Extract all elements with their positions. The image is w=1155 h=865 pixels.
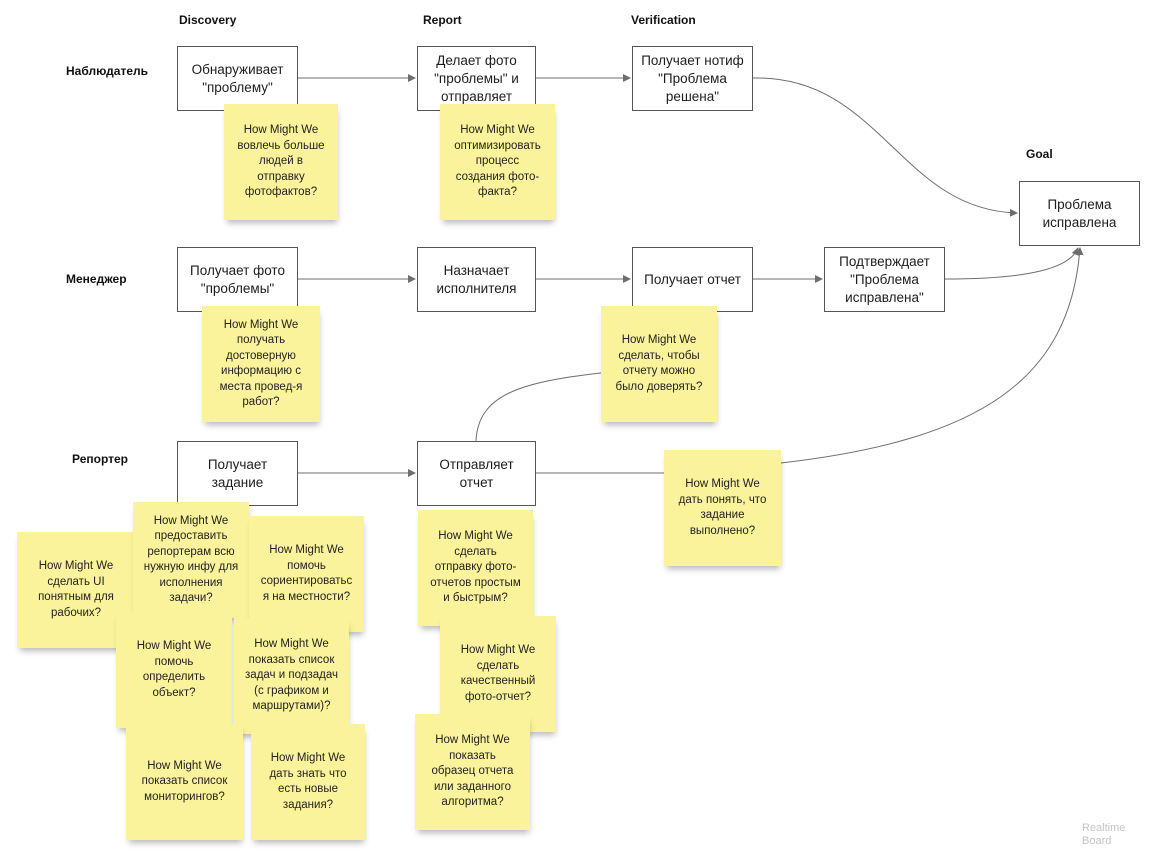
card-rep-task[interactable]: Получает задание: [177, 441, 298, 506]
sticky-note[interactable]: How Might We помочь определить объект?: [116, 612, 232, 728]
sticky-note[interactable]: How Might We вовлечь больше людей в отпр…: [224, 104, 338, 220]
sticky-note[interactable]: How Might We сделать, чтобы отчету можно…: [601, 306, 717, 422]
sticky-note[interactable]: How Might We дать понять, что задание вы…: [664, 450, 781, 566]
sticky-note[interactable]: How Might We показать список мониторинго…: [126, 724, 243, 840]
arrow-mgr-goal: [944, 247, 1080, 280]
card-obs-verify[interactable]: Получает нотиф "Проблема решена": [632, 46, 753, 111]
card-rep-send[interactable]: Отправляет отчет: [417, 441, 536, 506]
card-obs-report[interactable]: Делает фото "проблемы" и отправляет: [417, 46, 536, 111]
card-mgr-confirm[interactable]: Подтверждает "Проблема исправлена": [824, 247, 945, 312]
card-mgr-receive[interactable]: Получает фото "проблемы": [177, 247, 298, 312]
sticky-note[interactable]: How Might We получать достоверную информ…: [202, 306, 320, 422]
sticky-note[interactable]: How Might We оптимизировать процесс созд…: [440, 104, 555, 220]
sticky-note[interactable]: How Might We показать образец отчета или…: [415, 714, 530, 830]
role-manager: Менеджер: [66, 272, 127, 286]
sticky-note[interactable]: How Might We предоставить репортерам всю…: [133, 502, 249, 618]
line-rep-report: [475, 372, 602, 442]
phase-discovery: Discovery: [179, 13, 237, 27]
sticky-note[interactable]: How Might We сделать UI понятным для раб…: [17, 532, 135, 648]
card-goal[interactable]: Проблема исправлена: [1019, 181, 1140, 246]
arrow-obs-goal: [752, 77, 1018, 217]
role-reporter: Репортер: [72, 452, 129, 466]
card-obs-discover[interactable]: Обнаруживает "проблему": [177, 46, 298, 111]
phase-verification: Verification: [631, 13, 696, 27]
sticky-note[interactable]: How Might We сделать отправку фото- отче…: [418, 510, 533, 626]
sticky-note[interactable]: How Might We дать знать что есть новые з…: [251, 724, 365, 840]
phase-goal: Goal: [1026, 147, 1053, 161]
phase-report: Report: [423, 13, 462, 27]
sticky-note[interactable]: How Might We помочь сориентироватьс я на…: [249, 516, 364, 632]
card-mgr-assign[interactable]: Назначает исполнителя: [417, 247, 536, 312]
card-mgr-report[interactable]: Получает отчет: [632, 247, 753, 312]
sticky-note[interactable]: How Might We показать список задач и под…: [234, 618, 349, 734]
realtimeboard-watermark: Realtime Board: [1082, 822, 1126, 847]
role-observer: Наблюдатель: [66, 64, 149, 78]
sticky-note[interactable]: How Might We сделать качественный фото-о…: [440, 616, 556, 732]
